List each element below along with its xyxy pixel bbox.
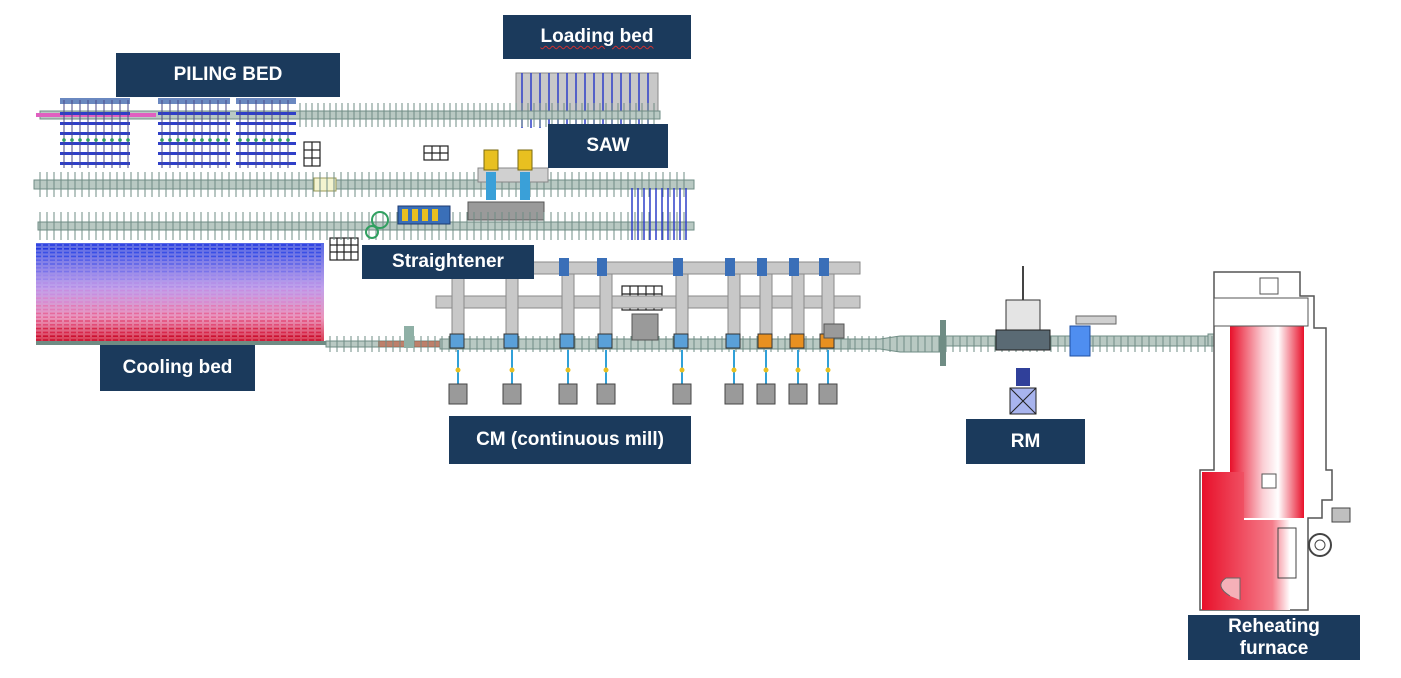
piling-bed-equipment bbox=[60, 98, 296, 168]
straightener-line bbox=[37, 188, 695, 240]
loading-bed-equipment bbox=[515, 72, 659, 128]
cooling-bed-equipment bbox=[36, 243, 326, 345]
middle-roller-line bbox=[33, 172, 695, 197]
cooling-bed-label: Cooling bed bbox=[100, 345, 255, 391]
roughing-mill-equipment bbox=[940, 266, 1117, 415]
loading-bed-label-text: Loading bed bbox=[540, 26, 654, 48]
rm-label: RM bbox=[966, 419, 1085, 464]
saw-units bbox=[467, 149, 549, 221]
reheating-furnace-label: Reheating furnace bbox=[1188, 615, 1360, 660]
cm-label: CM (continuous mill) bbox=[449, 416, 691, 464]
loading-bed-label: Loading bed bbox=[503, 15, 691, 59]
piling-bed-label: PILING BED bbox=[116, 53, 340, 97]
continuous-mill-frames bbox=[435, 258, 861, 405]
straightener-label: Straightener bbox=[362, 245, 534, 279]
saw-label: SAW bbox=[548, 124, 668, 168]
reheating-furnace-equipment bbox=[1199, 271, 1351, 611]
